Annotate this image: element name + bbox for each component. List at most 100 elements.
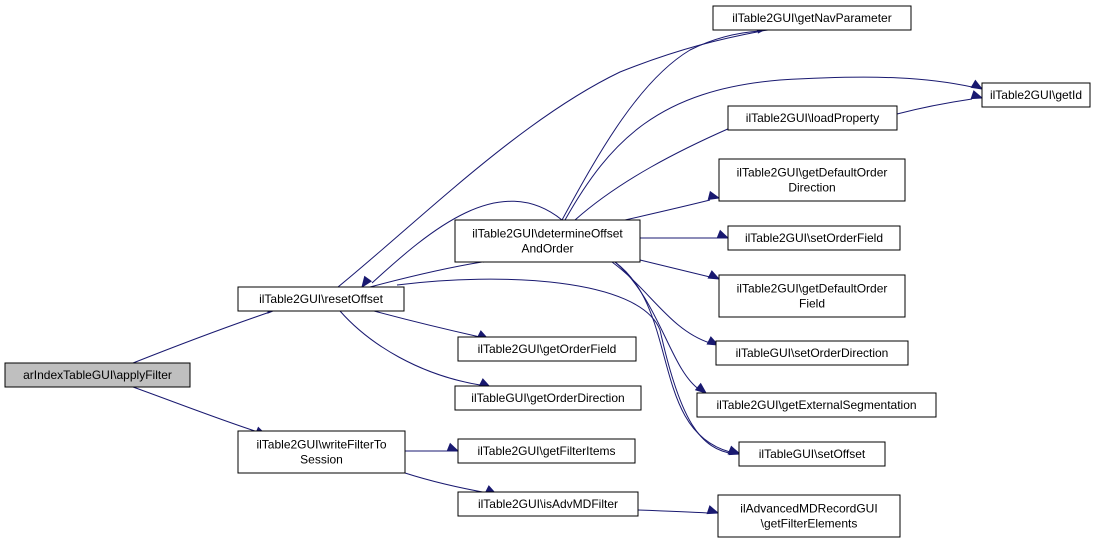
node-box <box>717 494 901 538</box>
arrowhead <box>970 90 984 100</box>
node-label: AndOrder <box>521 242 573 256</box>
arrowhead <box>706 505 720 515</box>
node-label: ilTable2GUI\getNavParameter <box>732 11 891 25</box>
edge-write-filter-to-get-filter-items <box>405 442 460 452</box>
edge-line <box>404 472 489 494</box>
node-set-order-direction[interactable]: ilTableGUI\setOrderDirection <box>715 340 909 366</box>
node-box <box>457 438 636 464</box>
node-label: ilTable2GUI\getExternalSegmentation <box>716 398 916 412</box>
edge-determine-offset-to-get-id <box>564 76 984 221</box>
node-box <box>4 362 191 388</box>
node-box <box>715 340 909 366</box>
node-set-order-field[interactable]: ilTable2GUI\setOrderField <box>727 225 901 251</box>
edge-line <box>614 261 731 453</box>
node-label: ilTable2GUI\getOrderField <box>478 342 617 356</box>
edge-line <box>639 259 711 278</box>
arrowhead <box>970 79 984 90</box>
node-get-nav-parameter[interactable]: ilTable2GUI\getNavParameter <box>712 5 912 31</box>
edge-line <box>396 278 736 455</box>
node-get-order-direction[interactable]: ilTableGUI\getOrderDirection <box>454 385 642 411</box>
node-apply-filter[interactable]: arIndexTableGUI\applyFilter <box>4 362 191 388</box>
edge-determine-offset-to-get-default-order-field <box>639 259 721 280</box>
edge-reset-offset-to-set-offset <box>396 278 742 456</box>
node-box <box>727 225 901 251</box>
edge-apply-filter-to-write-filter <box>132 386 268 436</box>
edge-determine-offset-to-set-order-direction <box>611 261 720 346</box>
edge-line <box>339 310 481 386</box>
arrowhead <box>706 336 720 346</box>
node-box <box>981 82 1091 108</box>
edge-line <box>132 386 259 433</box>
node-label: ilTable2GUI\isAdvMDFilter <box>478 497 618 511</box>
node-label: ilTable2GUI\setOrderField <box>745 231 883 245</box>
nodes-layer: arIndexTableGUI\applyFilter ilTable2GUI\r… <box>4 5 1091 538</box>
edge-load-property-to-get-id <box>896 90 984 115</box>
node-label: ilTable2GUI\getId <box>990 88 1082 102</box>
node-label: arIndexTableGUI\applyFilter <box>23 368 172 382</box>
node-label: ilTable2GUI\loadProperty <box>746 111 879 125</box>
edge-apply-filter-to-reset-offset <box>132 304 280 364</box>
edge-line <box>369 261 483 288</box>
node-load-property[interactable]: ilTable2GUI\loadProperty <box>727 105 898 131</box>
node-get-filter-elements[interactable]: ilAdvancedMDRecordGUI\getFilterElements <box>717 494 901 538</box>
arrowhead <box>694 382 708 394</box>
edge-line <box>337 30 763 288</box>
node-label: ilTable2GUI\resetOffset <box>259 292 383 306</box>
node-label: \getFilterElements <box>761 517 858 531</box>
edge-reset-offset-to-get-order-field <box>373 310 490 340</box>
arrowhead <box>446 442 460 452</box>
node-label: ilTable2GUI\determineOffset <box>472 227 623 241</box>
edge-determine-offset-to-reset-offset <box>361 200 563 289</box>
edge-line <box>371 200 563 284</box>
arrowhead <box>707 270 721 280</box>
arrowhead <box>707 190 721 201</box>
arrowhead <box>716 229 730 239</box>
arrowhead <box>361 275 373 289</box>
edge-line <box>132 311 271 364</box>
node-box <box>696 392 937 418</box>
node-box <box>457 491 639 517</box>
node-get-order-field[interactable]: ilTable2GUI\getOrderField <box>457 336 637 362</box>
edge-determine-offset-to-get-external-segmentation <box>614 261 708 394</box>
node-box <box>718 158 906 202</box>
node-get-filter-items[interactable]: ilTable2GUI\getFilterItems <box>457 438 636 464</box>
node-label: ilTableGUI\getOrderDirection <box>471 391 624 405</box>
node-get-id[interactable]: ilTable2GUI\getId <box>981 82 1091 108</box>
node-label: ilTable2GUI\getDefaultOrder <box>737 166 888 180</box>
node-box <box>457 336 637 362</box>
node-box <box>454 385 642 411</box>
node-label: ilTable2GUI\getDefaultOrder <box>737 282 888 296</box>
edge-line <box>624 199 711 221</box>
node-reset-offset[interactable]: ilTable2GUI\resetOffset <box>237 286 405 312</box>
node-box <box>727 105 898 131</box>
edge-line <box>896 98 973 115</box>
edge-line <box>611 261 711 344</box>
node-get-external-segmentation[interactable]: ilTable2GUI\getExternalSegmentation <box>696 392 937 418</box>
node-label: Session <box>300 453 343 467</box>
edge-determine-offset-to-set-offset <box>614 261 741 455</box>
edge-write-filter-to-is-adv-md-filter <box>404 472 498 495</box>
node-label: ilTable2GUI\getFilterItems <box>477 444 615 458</box>
edge-line <box>373 310 481 338</box>
edge-line <box>614 261 701 391</box>
node-set-offset[interactable]: ilTableGUI\setOffset <box>738 441 886 467</box>
edge-determine-offset-to-get-default-order-direction <box>624 190 721 221</box>
node-label: ilTableGUI\setOrderDirection <box>736 346 889 360</box>
edge-line <box>564 76 973 221</box>
node-box <box>237 286 405 312</box>
edge-line <box>574 127 731 221</box>
node-box <box>237 430 406 474</box>
edge-is-adv-md-filter-to-get-filter-elements <box>637 505 720 515</box>
node-label: Field <box>799 297 825 311</box>
node-label: ilTableGUI\setOffset <box>759 447 866 461</box>
node-label: ilTable2GUI\writeFilterTo <box>256 438 386 452</box>
node-is-adv-md-filter[interactable]: ilTable2GUI\isAdvMDFilter <box>457 491 639 517</box>
node-box <box>718 274 906 318</box>
arrowhead <box>727 445 741 455</box>
edge-determine-offset-to-set-order-field <box>640 229 730 239</box>
